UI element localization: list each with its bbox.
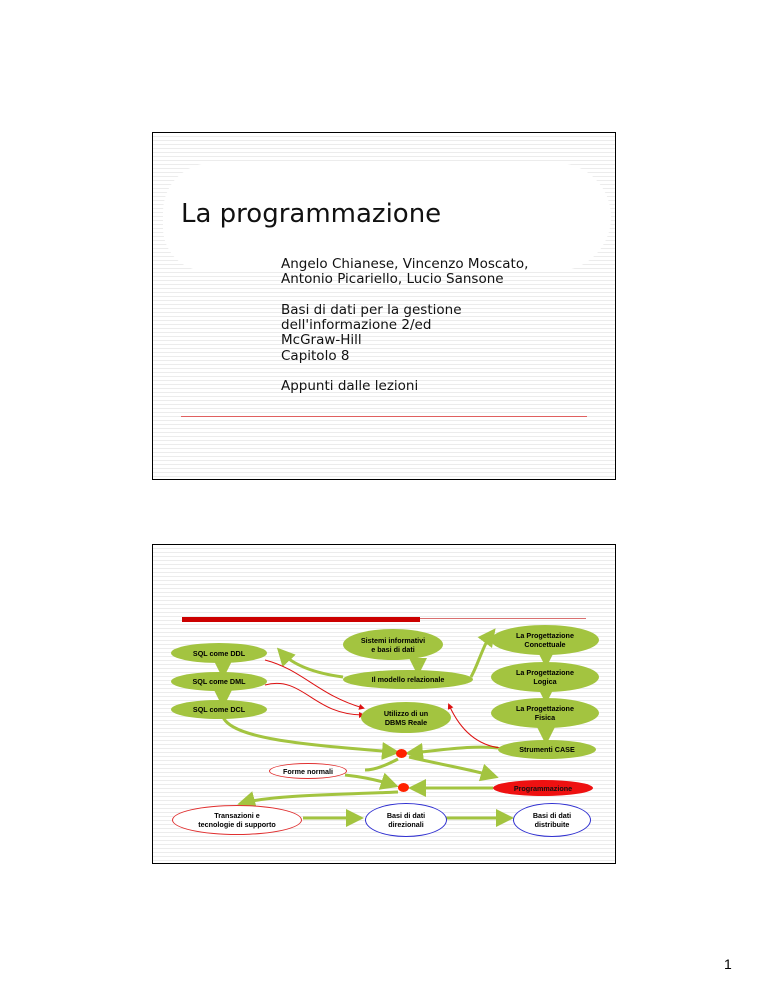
node-distribuite-label-2: distribuite bbox=[534, 820, 570, 829]
junction-dot-1 bbox=[396, 749, 407, 758]
node-logica-label-2: Logica bbox=[533, 677, 557, 686]
node-modello-label: Il modello relazionale bbox=[371, 675, 445, 684]
red-arrow-dml-utilizzo bbox=[264, 682, 365, 718]
node-transazioni-label-1: Transazioni e bbox=[214, 811, 260, 820]
node-sql-dcl: SQL come DCL bbox=[171, 700, 267, 719]
node-sql-dml: SQL come DML bbox=[171, 672, 267, 691]
slide-title: La programmazione bbox=[181, 199, 442, 229]
red-arrow-case-utilizzo bbox=[447, 703, 502, 749]
node-sql-ddl: SQL come DDL bbox=[171, 643, 267, 663]
node-utilizzo-label-1: Utilizzo di un bbox=[383, 708, 429, 718]
header-bar bbox=[182, 617, 420, 622]
node-sistemi-label-2: e basi di dati bbox=[371, 644, 415, 654]
arrow-hub2-transazioni bbox=[237, 790, 399, 809]
flow-arrows bbox=[214, 628, 555, 827]
authors-line-2: Antonio Picariello, Lucio Sansone bbox=[281, 271, 504, 287]
arrow-modello-concettuale bbox=[469, 628, 496, 678]
node-basi-dati-distribuite: Basi di dati distribuite bbox=[513, 803, 591, 837]
arrow-modello-ddl bbox=[276, 647, 344, 679]
node-sql-ddl-label: SQL come DDL bbox=[192, 648, 246, 658]
header-line bbox=[420, 618, 586, 619]
node-sistemi-label-1: Sistemi informativi bbox=[360, 635, 426, 645]
node-sistemi-informativi: Sistemi informativi e basi di dati bbox=[343, 629, 443, 660]
node-progettazione-fisica: La Progettazione Fisica bbox=[491, 698, 599, 728]
node-utilizzo-dbms: Utilizzo di un DBMS Reale bbox=[361, 702, 451, 733]
authors-line-1: Angelo Chianese, Vincenzo Moscato, bbox=[281, 256, 529, 272]
node-basi-dati-direzionali: Basi di dati direzionali bbox=[365, 803, 447, 837]
node-fisica-label-1: La Progettazione bbox=[516, 704, 574, 713]
node-direzionali-label-2: direzionali bbox=[388, 820, 424, 829]
node-concettuale-label-2: Concettuale bbox=[524, 640, 566, 649]
node-forme-normali: Forme normali bbox=[269, 763, 347, 779]
node-transazioni: Transazioni e tecnologie di supporto bbox=[172, 805, 302, 835]
roadmap-slide: SQL come DDL SQL come DML SQL come DCL S… bbox=[152, 544, 616, 864]
book-line-2: dell'informazione 2/ed bbox=[281, 317, 432, 333]
node-programmazione: Programmazione bbox=[493, 780, 593, 796]
notes-line: Appunti dalle lezioni bbox=[281, 378, 419, 394]
arrow-dcl-hub bbox=[221, 716, 400, 760]
node-progettazione-concettuale: La Progettazione Concettuale bbox=[491, 625, 599, 655]
arrow-forme-hub2 bbox=[344, 772, 399, 790]
page-number: 1 bbox=[724, 956, 732, 972]
node-modello-relazionale: Il modello relazionale bbox=[343, 670, 473, 689]
arrow-hub-programmazione bbox=[408, 755, 499, 782]
node-direzionali-label-1: Basi di dati bbox=[386, 811, 426, 820]
footer-divider bbox=[181, 416, 587, 417]
title-background bbox=[163, 163, 611, 271]
node-sql-dml-label: SQL come DML bbox=[192, 677, 246, 686]
book-line-1: Basi di dati per la gestione bbox=[281, 302, 462, 318]
red-arrow-ddl-utilizzo bbox=[264, 659, 365, 710]
arrow-hub-forme bbox=[364, 757, 399, 772]
node-distribuite-label-1: Basi di dati bbox=[532, 811, 572, 820]
junction-dot-2 bbox=[398, 783, 409, 792]
node-sql-dcl-label: SQL come DCL bbox=[192, 705, 246, 714]
book-line-4: Capitolo 8 bbox=[281, 348, 350, 364]
arrow-case-hub bbox=[405, 742, 499, 761]
node-logica-label-1: La Progettazione bbox=[516, 668, 574, 677]
node-case-label: Strumenti CASE bbox=[519, 745, 575, 754]
node-transazioni-label-2: tecnologie di supporto bbox=[198, 820, 276, 829]
node-forme-label: Forme normali bbox=[283, 766, 333, 776]
book-line-3: McGraw-Hill bbox=[281, 332, 362, 348]
node-concettuale-label-1: La Progettazione bbox=[516, 631, 574, 640]
node-progettazione-logica: La Progettazione Logica bbox=[491, 662, 599, 692]
node-utilizzo-label-2: DBMS Reale bbox=[384, 717, 428, 727]
title-slide: La programmazione Angelo Chianese, Vince… bbox=[152, 132, 616, 480]
node-fisica-label-2: Fisica bbox=[534, 713, 556, 722]
node-programmazione-label: Programmazione bbox=[513, 783, 573, 793]
node-strumenti-case: Strumenti CASE bbox=[498, 740, 596, 759]
